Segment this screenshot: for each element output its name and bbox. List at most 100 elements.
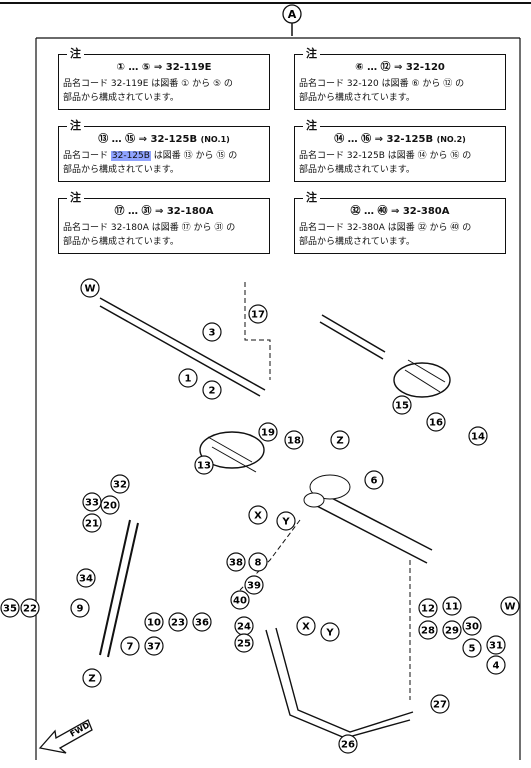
callout-circle	[442, 620, 462, 640]
note-desc-line2: 部品から構成されています。	[63, 165, 179, 175]
callout-circle	[468, 426, 488, 446]
note-arrow: ⇒	[394, 62, 403, 73]
note-desc-line1: 品名コード 32-180A は図番 ⑰ から ㉛ の	[63, 223, 236, 233]
pinion-shaft	[99, 519, 139, 658]
dust-boot-left	[199, 431, 265, 473]
note-desc-line1: 品名コード 32-380A は図番 ㉜ から ㊵ の	[299, 223, 472, 233]
callout-circle	[82, 668, 102, 688]
callout-circle	[462, 638, 482, 658]
note-range-value: ㉜ … ㊵	[350, 206, 388, 217]
tie-rod	[319, 314, 386, 360]
note-box-1: 注 ① … ⑤ ⇒ 32-119E 品名コード 32-119E は図番 ① から…	[58, 47, 270, 110]
callout-circle	[248, 505, 268, 525]
callout-label: 17	[251, 310, 265, 321]
note-range-value: ⑬ … ⑮	[98, 134, 136, 145]
callout-label: X	[254, 511, 262, 522]
note-tag: 注	[67, 47, 84, 61]
callout-circle	[430, 694, 450, 714]
guide-lines	[239, 282, 411, 700]
callout-circle	[418, 620, 438, 640]
note-desc-line1: 品名コード 32-125B は図番 ⑬ から ⑮ の	[63, 151, 238, 161]
callout-circle	[338, 734, 358, 754]
note-range-value: ⑰ … ㉛	[114, 206, 152, 217]
note-box-5: 注 ⑰ … ㉛ ⇒ 32-180A 品名コード 32-180A は図番 ⑰ から…	[58, 191, 270, 254]
note-tag: 注	[67, 191, 84, 205]
notes-area: 注 ① … ⑤ ⇒ 32-119E 品名コード 32-119E は図番 ① から…	[0, 0, 531, 280]
callout-label: Z	[336, 436, 343, 447]
callout-circle	[80, 278, 100, 298]
callout-circle	[76, 568, 96, 588]
callout-label: 28	[421, 626, 435, 637]
callout-label: 27	[433, 700, 447, 711]
note-tag: 注	[303, 47, 320, 61]
callout-circle	[226, 552, 246, 572]
callout-circle	[296, 616, 316, 636]
callout-circle	[110, 474, 130, 494]
callout-circle	[244, 575, 264, 595]
note-desc-line1: 品名コード 32-119E は図番 ① から ⑤ の	[63, 79, 233, 89]
note-range-value: ⑥ … ⑫	[355, 62, 391, 73]
pressure-lines	[265, 627, 414, 739]
note-range: ⑬ … ⑮ ⇒ 32-125B (NO.1)	[59, 133, 269, 147]
note-desc-line1: 品名コード 32-125B は図番 ⑭ から ⑯ の	[299, 151, 472, 161]
callout-label: 31	[489, 641, 503, 652]
highlighted-part-code: 32-125B	[110, 151, 151, 161]
note-desc-line1: 品名コード 32-120 は図番 ⑥ から ⑫ の	[299, 79, 465, 89]
callout-circle	[192, 612, 212, 632]
callout-label: 20	[103, 501, 117, 512]
callout-label: 29	[445, 626, 459, 637]
note-desc-line2: 部品から構成されています。	[63, 237, 179, 247]
callout-circle	[120, 636, 140, 656]
callout-label: 3	[209, 328, 216, 339]
note-range-value: ① … ⑤	[116, 62, 151, 73]
callout-circle	[320, 622, 340, 642]
note-description: 品名コード 32-125B は図番 ⑬ から ⑮ の部品から構成されています。	[63, 149, 265, 177]
note-description: 品名コード 32-380A は図番 ㉜ から ㊵ の部品から構成されています。	[299, 221, 501, 249]
callout-label: 4	[493, 661, 500, 672]
callout-circle	[178, 368, 198, 388]
note-box-4: 注 ⑭ … ⑯ ⇒ 32-125B (NO.2) 品名コード 32-125B は…	[294, 119, 506, 182]
note-part-code: 32-125B	[150, 134, 198, 145]
callout-label: Y	[325, 628, 334, 639]
note-desc-line2: 部品から構成されています。	[63, 93, 179, 103]
callout-circle	[426, 412, 446, 432]
callout-circle	[248, 304, 268, 324]
section-a-circle	[282, 4, 302, 24]
note-range: ㉜ … ㊵ ⇒ 32-380A	[295, 205, 505, 219]
callout-label: 7	[127, 642, 134, 653]
note-tag: 注	[67, 119, 84, 133]
note-suffix: (NO.1)	[200, 135, 230, 144]
callout-circle	[418, 598, 438, 618]
section-a-label: A	[288, 8, 297, 21]
callout-label: 2	[209, 386, 216, 397]
note-tag: 注	[303, 119, 320, 133]
note-box-6: 注 ㉜ … ㊵ ⇒ 32-380A 品名コード 32-380A は図番 ㉜ から…	[294, 191, 506, 254]
note-tag: 注	[303, 191, 320, 205]
callout-label: 5	[469, 644, 476, 655]
callout-circle	[442, 596, 462, 616]
note-description: 品名コード 32-119E は図番 ① から ⑤ の部品から構成されています。	[63, 77, 265, 105]
note-description: 品名コード 32-120 は図番 ⑥ から ⑫ の部品から構成されています。	[299, 77, 501, 105]
callout-label: 19	[261, 428, 275, 439]
callout-label: 25	[237, 639, 251, 650]
callout-label: 35	[3, 604, 17, 615]
callout-circle	[144, 636, 164, 656]
callout-label: 37	[147, 642, 161, 653]
callout-circle	[500, 596, 520, 616]
callout-label: 32	[113, 480, 127, 491]
callout-circle	[202, 380, 222, 400]
callout-label: 38	[229, 558, 243, 569]
callout-circle	[100, 495, 120, 515]
callout-label: 12	[421, 604, 435, 615]
callout-circle	[20, 598, 40, 618]
callout-label: X	[302, 622, 310, 633]
callout-label: 6	[371, 476, 378, 487]
note-desc-line2: 部品から構成されています。	[299, 93, 415, 103]
note-part-code: 32-380A	[402, 206, 450, 217]
note-suffix: (NO.2)	[436, 135, 466, 144]
callout-label: W	[504, 602, 515, 613]
note-box-2: 注 ⑥ … ⑫ ⇒ 32-120 品名コード 32-120 は図番 ⑥ から ⑫…	[294, 47, 506, 110]
note-range-value: ⑭ … ⑯	[334, 134, 372, 145]
callout-circle	[284, 430, 304, 450]
